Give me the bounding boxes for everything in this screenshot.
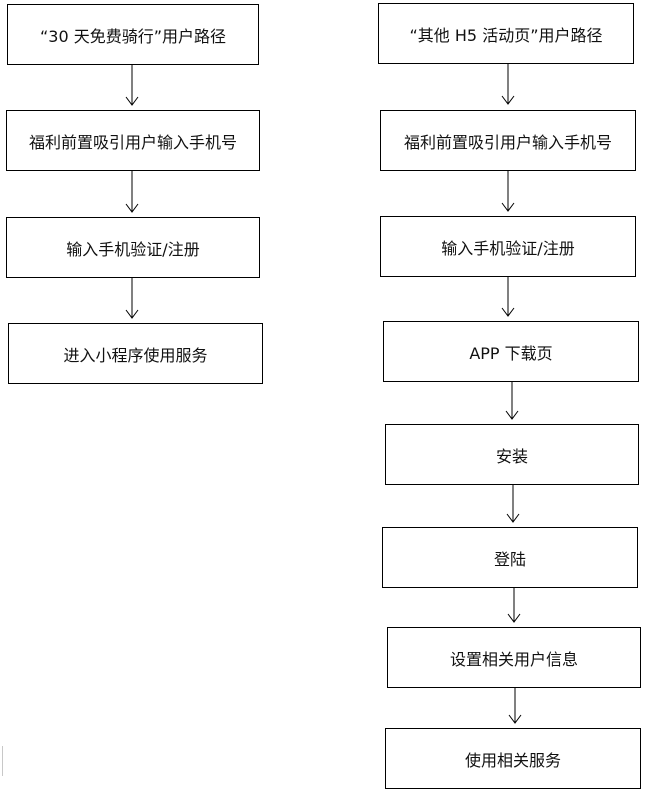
left-step-path-title: “30 天免费骑行”用户路径	[7, 4, 259, 65]
left-arrow-2	[125, 171, 139, 213]
left-step-mini-program: 进入小程序使用服务	[8, 323, 263, 384]
right-step-use-services: 使用相关服务	[385, 728, 641, 789]
right-arrow-5	[506, 485, 520, 523]
right-step-benefit-prompt: 福利前置吸引用户输入手机号	[380, 110, 636, 171]
right-arrow-1	[501, 64, 515, 105]
left-arrow-1	[125, 65, 139, 106]
right-step-login: 登陆	[382, 527, 638, 588]
right-arrow-3	[501, 277, 515, 317]
right-step-path-title: “其他 H5 活动页”用户路径	[378, 3, 634, 64]
left-step-benefit-prompt: 福利前置吸引用户输入手机号	[6, 110, 260, 171]
right-arrow-4	[505, 382, 519, 420]
right-step-user-settings: 设置相关用户信息	[387, 627, 641, 688]
right-arrow-2	[501, 171, 515, 212]
right-arrow-6	[507, 588, 521, 623]
edge-divider-mark	[2, 746, 3, 776]
left-arrow-3	[125, 278, 139, 319]
right-step-app-download: APP 下载页	[383, 321, 639, 382]
right-step-phone-register: 输入手机验证/注册	[380, 216, 636, 277]
left-step-phone-register: 输入手机验证/注册	[6, 217, 260, 278]
right-step-install: 安装	[385, 424, 639, 485]
right-arrow-7	[508, 688, 522, 724]
